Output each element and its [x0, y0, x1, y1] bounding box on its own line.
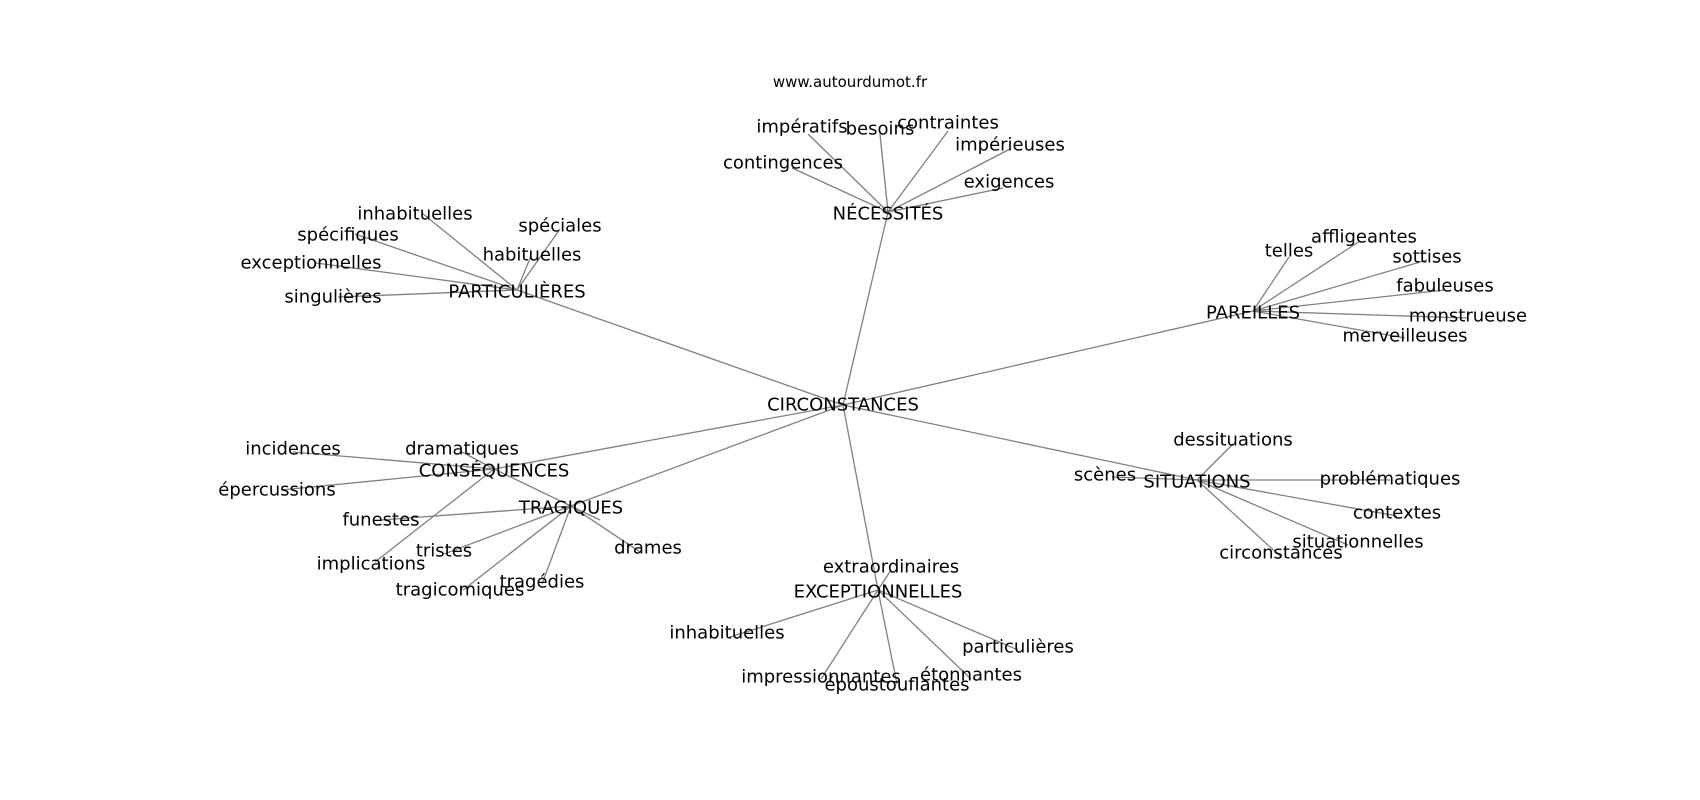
edge-36 [1111, 476, 1198, 481]
edge-0 [842, 211, 889, 406]
node-contextes: contextes [1353, 503, 1441, 524]
edge-34 [541, 505, 572, 585]
node-monstrueuse: monstrueuse [1409, 306, 1527, 327]
edge-29 [493, 468, 601, 521]
node-habituelles: habituelles [483, 245, 582, 266]
edge-17 [315, 262, 518, 291]
edge-39 [1196, 479, 1349, 546]
edge-19 [1252, 256, 1290, 312]
node-contingences: contingences [723, 153, 843, 174]
node-situations: SITUATIONS [1143, 472, 1250, 493]
node-particulieres-e: particulières [962, 637, 1074, 658]
node-contraintes: contraintes [897, 113, 999, 134]
edge-23 [1252, 310, 1469, 319]
edge-43 [877, 589, 1019, 651]
node-inhabituelles-e: inhabituelles [669, 623, 784, 644]
node-imperatifs: impératifs [756, 117, 847, 138]
edge-10 [887, 148, 1011, 213]
edge-25 [292, 451, 495, 470]
edge-9 [887, 130, 949, 213]
node-tragedies: tragédies [500, 572, 585, 593]
edge-7 [807, 133, 889, 213]
node-repercussions: épercussions [218, 480, 335, 501]
node-consequences: CONSÉQUENCES [419, 460, 570, 482]
edge-18 [337, 289, 518, 298]
node-circonstances: CIRCONSTANCES [767, 395, 919, 416]
node-tragicomiques: tragicomiques [396, 580, 525, 601]
node-implications: implications [317, 554, 426, 575]
edge-12 [887, 187, 1004, 213]
edge-22 [1252, 289, 1446, 312]
node-dramatiques: dramatiques [405, 439, 519, 460]
edge-5 [842, 404, 1198, 481]
site-url: www.autourdumot.fr [773, 73, 928, 91]
node-pareilles: PAREILLES [1206, 303, 1300, 324]
edge-2 [842, 310, 1254, 406]
node-dessituations: dessituations [1173, 430, 1293, 451]
node-drames: drames [614, 538, 682, 559]
edge-13 [421, 212, 518, 291]
node-extraordinaires: extraordinaires [823, 557, 959, 578]
edge-1 [516, 289, 844, 406]
edge-27 [280, 468, 495, 491]
node-situationnelles: situationnelles [1292, 532, 1423, 553]
node-circonstances-s: circonstances [1219, 543, 1342, 564]
edge-11 [791, 167, 889, 213]
edge-45 [877, 589, 972, 680]
node-telles: telles [1265, 241, 1314, 262]
graph-edges [280, 130, 1469, 685]
edge-4 [570, 404, 844, 507]
edge-8 [879, 133, 889, 213]
edge-38 [1196, 479, 1398, 517]
node-merveilleuses: merveilleuses [1342, 326, 1467, 347]
edge-15 [354, 233, 518, 291]
node-epoustouflantes: époustouflantes [824, 675, 969, 696]
node-incidences: incidences [245, 439, 341, 460]
node-necessites: NÉCESSITÉS [833, 203, 944, 225]
node-sottises: sottises [1392, 247, 1461, 268]
edge-21 [1252, 259, 1428, 312]
node-problematiques: problématiques [1320, 469, 1461, 490]
edge-40 [1196, 479, 1282, 558]
edge-24 [1252, 310, 1406, 339]
node-funestes: funestes [342, 510, 419, 531]
node-impressionnantes: impressionnantes [741, 667, 901, 688]
edge-30 [380, 505, 572, 521]
edge-6 [842, 404, 879, 591]
node-tristes: tristes [416, 541, 472, 562]
node-particulieres: PARTICULIÈRES [448, 281, 585, 303]
node-imperieuses: impérieuses [955, 135, 1065, 156]
edge-3 [493, 404, 844, 470]
node-exigences: exigences [964, 172, 1055, 193]
edge-16 [516, 255, 532, 291]
node-besoins: besoins [846, 119, 915, 140]
node-scenes: scènes [1074, 465, 1136, 486]
edge-26 [461, 451, 495, 470]
edge-35 [1196, 443, 1234, 481]
edge-44 [820, 589, 879, 680]
node-fabuleuses: fabuleuses [1396, 276, 1494, 297]
node-exceptionnelles-p: exceptionnelles [241, 253, 382, 274]
node-speciales: spéciales [518, 216, 601, 237]
node-affligeantes: affligeantes [1311, 227, 1417, 248]
edge-41 [877, 569, 892, 591]
edge-46 [877, 589, 898, 685]
edge-20 [1252, 240, 1361, 312]
node-exceptionnelles: EXCEPTIONNELLES [794, 582, 963, 603]
node-tragiques: TRAGIQUES [518, 498, 623, 519]
node-inhabituelles-p: inhabituelles [357, 204, 472, 225]
graph-labels: www.autourdumot.fr CIRCONSTANCES NÉCESSI… [218, 73, 1527, 696]
edge-42 [729, 589, 879, 638]
node-specifiques: spécifiques [297, 225, 398, 246]
node-etonnantes: étonnantes [920, 665, 1022, 686]
node-singulieres: singulières [284, 287, 381, 308]
edge-31 [443, 505, 572, 555]
edge-32 [570, 505, 641, 553]
edge-33 [462, 505, 572, 591]
edge-14 [516, 228, 561, 291]
